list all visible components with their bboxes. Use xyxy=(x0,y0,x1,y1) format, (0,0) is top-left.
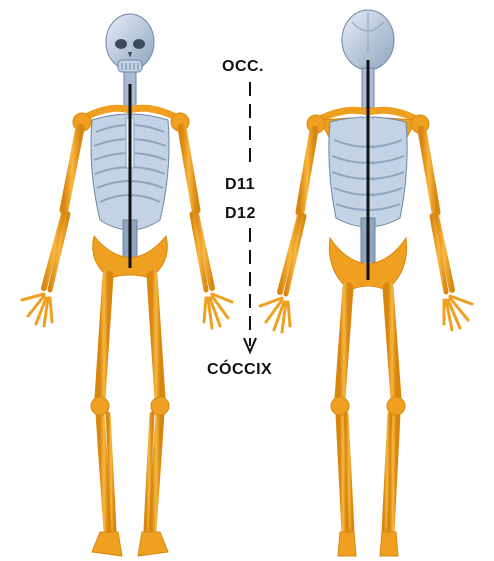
foot-right-front xyxy=(138,532,168,556)
posterior-skeleton xyxy=(260,10,472,556)
hands-back xyxy=(260,296,472,332)
knee-right-front xyxy=(151,397,169,415)
label-d12: D12 xyxy=(225,205,256,223)
skull-front xyxy=(106,14,154,72)
label-d11: D11 xyxy=(225,176,255,194)
foot-right-back xyxy=(380,532,398,556)
hands-front xyxy=(22,294,232,328)
label-occ: OCC. xyxy=(222,58,264,76)
label-coccix: CÓCCIX xyxy=(207,361,272,379)
anterior-skeleton xyxy=(22,14,232,556)
foot-left-back xyxy=(338,532,356,556)
foot-left-front xyxy=(92,532,122,556)
knee-right-back xyxy=(387,397,405,415)
knee-left-back xyxy=(331,397,349,415)
knee-left-front xyxy=(91,397,109,415)
